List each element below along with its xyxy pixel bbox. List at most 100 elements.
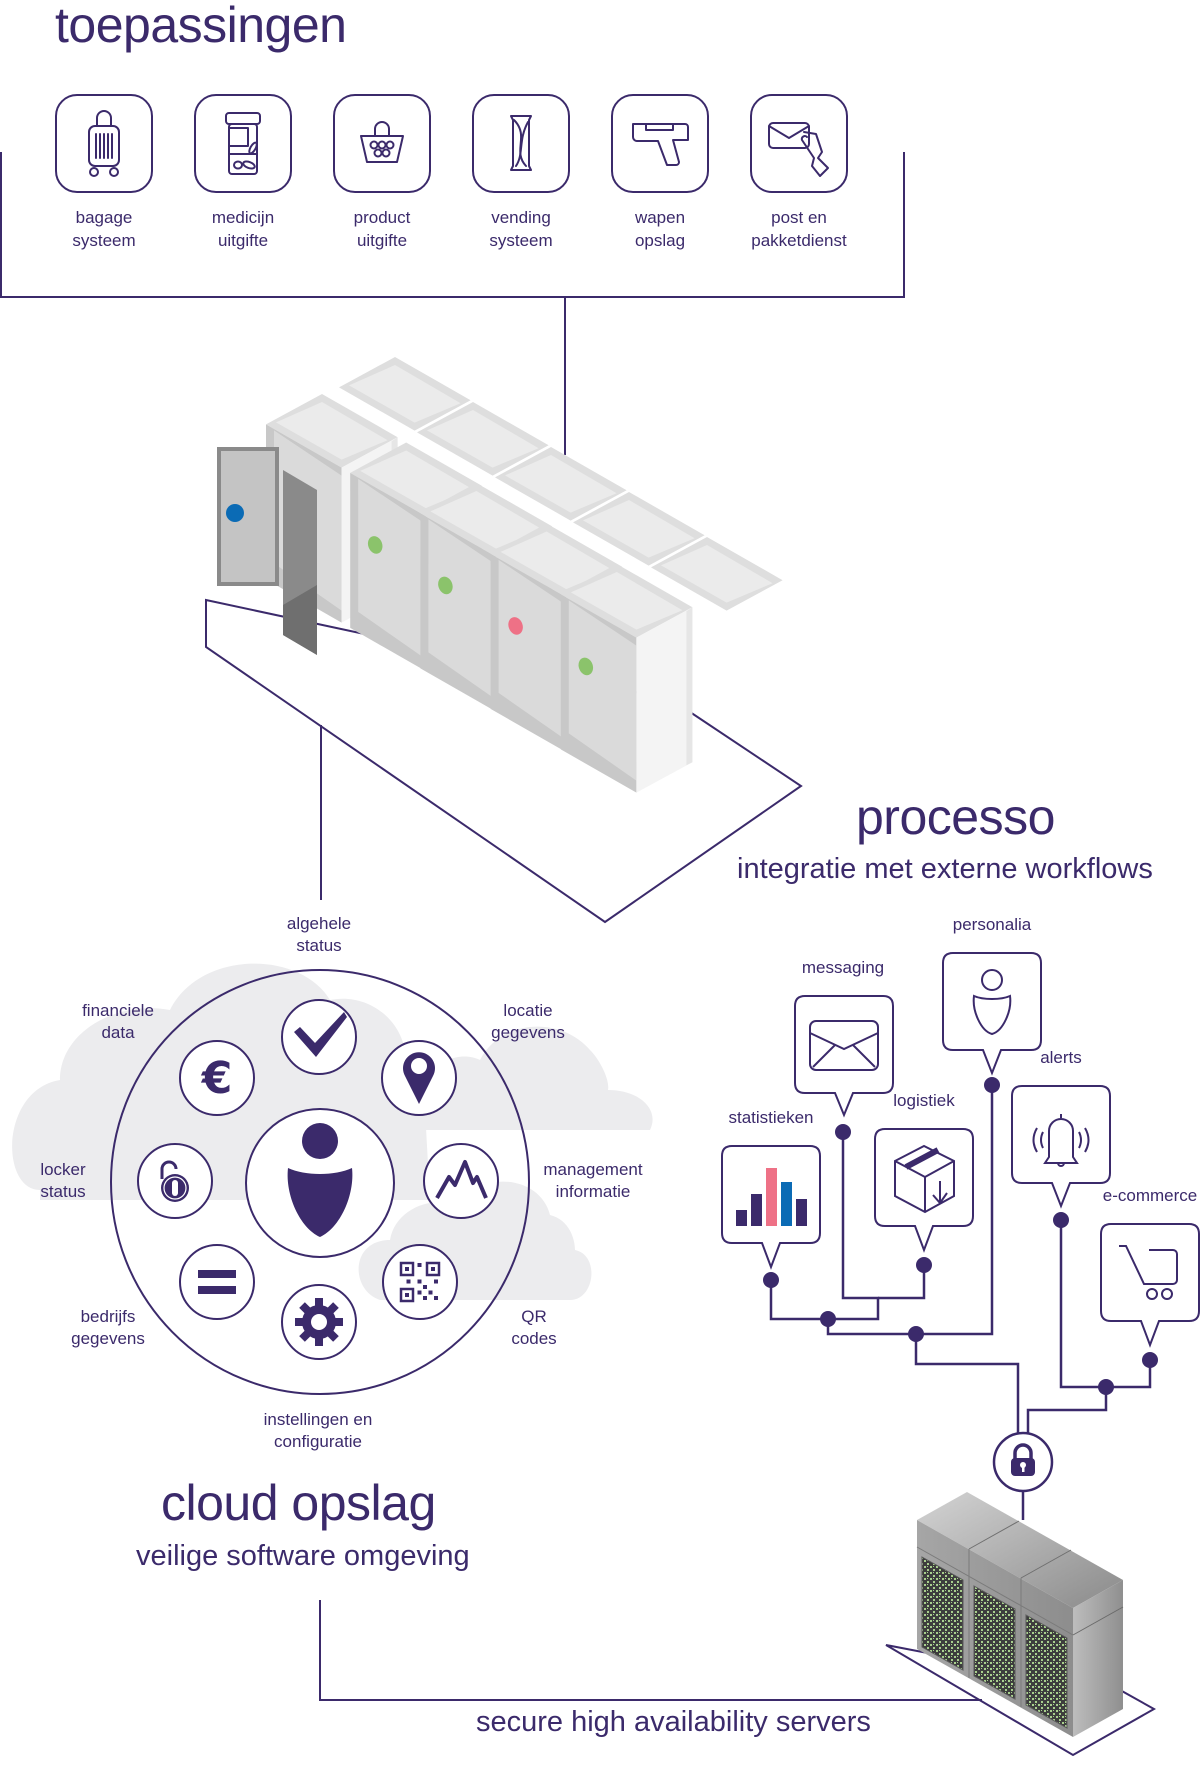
app-tile-post-en bbox=[750, 94, 848, 193]
app-label-line2: uitgifte bbox=[356, 231, 408, 250]
status-light-green bbox=[578, 657, 594, 676]
integration-bubble-alerts bbox=[1011, 1085, 1111, 1209]
person-icon bbox=[287, 1123, 353, 1237]
feature-label-line2: informatie bbox=[555, 1182, 631, 1201]
location-pin-icon bbox=[403, 1052, 435, 1104]
apps-section-title: toepassingen bbox=[55, 0, 347, 53]
feature-label-line2: configuratie bbox=[274, 1432, 362, 1451]
chart-bar bbox=[751, 1194, 762, 1226]
app-tile-wapen bbox=[611, 94, 709, 193]
circuit-node bbox=[820, 1311, 836, 1327]
integration-bubble-messaging bbox=[794, 995, 894, 1118]
open-locker-door bbox=[217, 447, 279, 586]
app-label-line2: systeem bbox=[489, 231, 553, 250]
circuit-nodes bbox=[763, 1077, 1158, 1395]
locker-back-0 bbox=[339, 357, 471, 431]
circuit-node bbox=[908, 1326, 924, 1342]
app-label-line2: systeem bbox=[72, 231, 136, 250]
feature-label-line1: instellingen en bbox=[263, 1410, 373, 1429]
unlocked-padlock-icon bbox=[160, 1160, 189, 1202]
isometric-lockers bbox=[217, 357, 783, 793]
app-tile-medicijn bbox=[194, 94, 292, 193]
circuit-node bbox=[1098, 1379, 1114, 1395]
integration-bubble-personalia bbox=[942, 952, 1042, 1076]
integration-label: e-commerce bbox=[1102, 1186, 1198, 1205]
integration-label: logistiek bbox=[893, 1091, 955, 1110]
circuit-node bbox=[1053, 1212, 1069, 1228]
luggage-icon bbox=[88, 110, 120, 177]
qr-code-icon bbox=[399, 1261, 441, 1303]
person-icon bbox=[972, 969, 1012, 1036]
processo-title: processo bbox=[856, 789, 1055, 845]
integration-label: personalia bbox=[952, 915, 1032, 934]
app-tile-product bbox=[333, 94, 431, 193]
app-tile-bagage bbox=[55, 94, 153, 193]
bar-chart-icon bbox=[736, 1168, 807, 1226]
svg-text:€: € bbox=[201, 1053, 233, 1104]
feature-label: instellingen en configuratie bbox=[238, 1409, 398, 1453]
feature-circle bbox=[179, 1244, 255, 1320]
app-label-line1: post en bbox=[771, 208, 827, 227]
app-label-line1: bagage bbox=[75, 208, 133, 227]
feature-label-line2: gegevens bbox=[71, 1329, 145, 1348]
app-tile-vending bbox=[472, 94, 570, 193]
server-screen bbox=[921, 1556, 964, 1671]
euro-icon: € bbox=[201, 1053, 233, 1104]
feature-label-line2: codes bbox=[511, 1329, 557, 1348]
app-label: post en pakketdienst bbox=[729, 206, 869, 252]
medicine-jar-icon bbox=[225, 112, 261, 175]
cloud-to-servers-line bbox=[319, 1600, 982, 1701]
feature-label: management informatie bbox=[513, 1159, 673, 1203]
feature-label-line1: locatie bbox=[503, 1001, 553, 1020]
basket-icon bbox=[360, 121, 404, 163]
status-light-green bbox=[367, 536, 383, 554]
processo-subtitle: integratie met externe workflows bbox=[737, 853, 1153, 885]
app-label-line2: uitgifte bbox=[217, 231, 269, 250]
chart-bar bbox=[781, 1182, 792, 1226]
feature-label-line1: bedrijfs bbox=[80, 1307, 136, 1326]
cloud-subtitle: veilige software omgeving bbox=[136, 1540, 470, 1572]
integration-bubbles bbox=[721, 952, 1200, 1348]
app-label-line2: pakketdienst bbox=[751, 231, 847, 250]
chart-bar bbox=[796, 1199, 807, 1226]
server-screen bbox=[1025, 1614, 1068, 1729]
server-screen bbox=[973, 1585, 1016, 1700]
feature-label-line2: data bbox=[101, 1023, 135, 1042]
package-icon bbox=[894, 1144, 955, 1214]
circuit-node bbox=[1142, 1352, 1158, 1368]
servers-label: secure high availability servers bbox=[476, 1706, 871, 1738]
feature-label-line1: management bbox=[543, 1160, 643, 1179]
app-label-line2: opslag bbox=[634, 231, 686, 250]
envelope-icon bbox=[809, 1020, 879, 1071]
app-label-line1: medicijn bbox=[211, 208, 275, 227]
app-label: bagage systeem bbox=[34, 206, 174, 252]
feature-circle bbox=[423, 1143, 499, 1219]
locker-back-2 bbox=[495, 447, 627, 521]
cloud-title: cloud opslag bbox=[161, 1475, 436, 1531]
status-light-green bbox=[438, 576, 453, 595]
app-label: medicijn uitgifte bbox=[173, 206, 313, 252]
gear-icon bbox=[295, 1298, 343, 1346]
app-label: vending systeem bbox=[451, 206, 591, 252]
equals-icon bbox=[198, 1270, 236, 1294]
cart-icon bbox=[1119, 1245, 1178, 1300]
envelope-hand-icon bbox=[768, 122, 829, 177]
locker-front-4 bbox=[560, 564, 693, 793]
apps-bracket-line bbox=[0, 152, 905, 455]
can-icon bbox=[510, 115, 532, 171]
feature-label-line1: algehele bbox=[286, 914, 352, 933]
cloud-hub-ring bbox=[110, 969, 530, 1395]
feature-circle bbox=[281, 999, 357, 1075]
status-light-red bbox=[508, 617, 523, 635]
app-label-line1: wapen bbox=[634, 208, 686, 227]
app-label-line1: vending bbox=[491, 208, 551, 227]
line-graph-icon bbox=[435, 1160, 488, 1199]
locker-back-4 bbox=[651, 537, 783, 611]
